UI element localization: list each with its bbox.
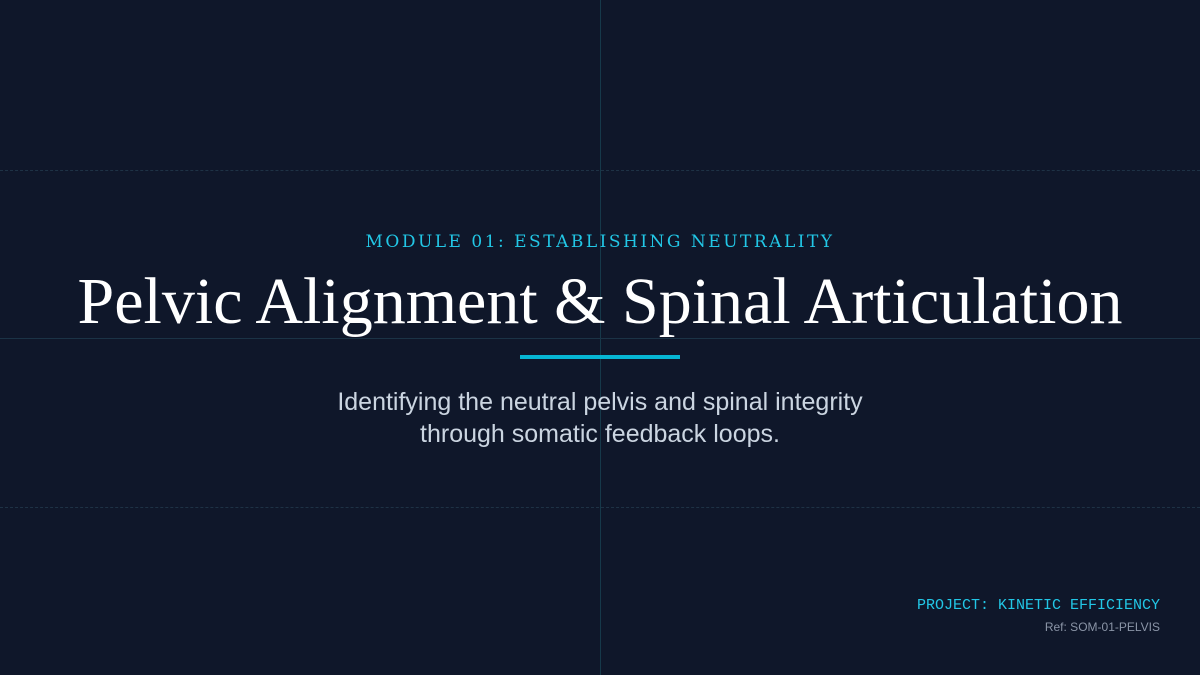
accent-divider bbox=[520, 355, 680, 359]
grid-horizontal-guide bbox=[0, 338, 1200, 339]
grid-dashed-guide-bottom bbox=[0, 507, 1200, 508]
project-label: PROJECT: KINETIC EFFICIENCY bbox=[916, 597, 1160, 614]
grid-dashed-guide-top bbox=[0, 170, 1200, 171]
grid-vertical-guide bbox=[600, 0, 601, 675]
subtitle-line-1: Identifying the neutral pelvis and spina… bbox=[337, 388, 863, 416]
module-kicker: MODULE 01: ESTABLISHING NEUTRALITY bbox=[365, 232, 835, 252]
reference-code: Ref: SOM-01-PELVIS bbox=[1044, 620, 1160, 634]
slide-title: Pelvic Alignment & Spinal Articulation bbox=[77, 265, 1123, 338]
slide-subtitle: Identifying the neutral pelvis and spina… bbox=[0, 386, 1200, 450]
subtitle-line-2: through somatic feedback loops. bbox=[420, 420, 780, 448]
